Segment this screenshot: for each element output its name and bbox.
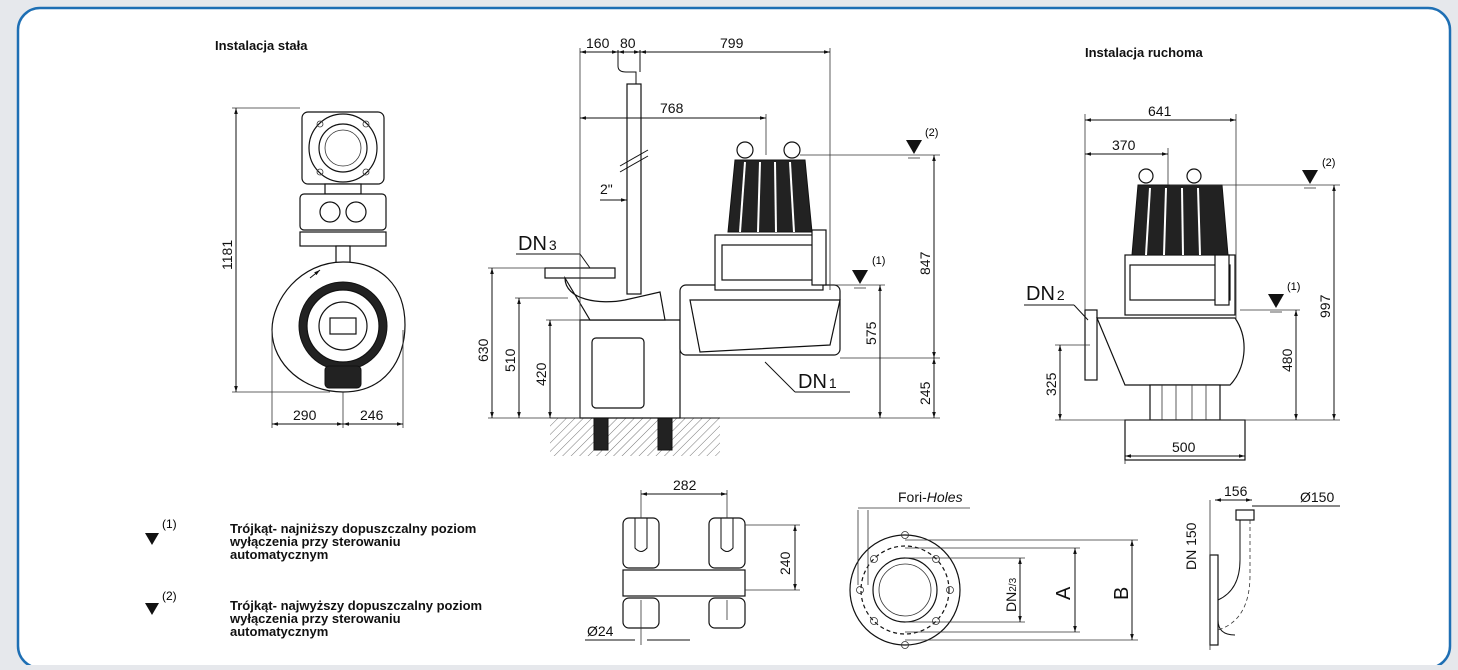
- legend-mark-1: (1): [162, 517, 177, 531]
- dim-420: 420: [533, 362, 549, 386]
- dim-282: 282: [673, 477, 697, 493]
- dim-768: 768: [660, 100, 684, 116]
- level-mark-2: (2): [1322, 157, 1335, 169]
- level-mark-icon: [145, 533, 159, 545]
- dim-290: 290: [293, 407, 317, 423]
- dim-1181: 1181: [219, 240, 235, 270]
- level-mark-icon: [145, 603, 159, 615]
- dim-d24: Ø24: [587, 623, 614, 639]
- dim-325: 325: [1043, 372, 1059, 396]
- legend: (1) Trójkąt- najniższy dopuszczalny pozi…: [145, 517, 482, 639]
- dim-997: 997: [1317, 294, 1333, 318]
- label-b: B: [1111, 587, 1133, 600]
- level-mark-1: (1): [872, 255, 885, 267]
- level-mark-icon: [852, 270, 868, 284]
- dim-dn150: DN 150: [1183, 522, 1199, 570]
- title-fixed-installation: Instalacja stała: [215, 38, 308, 53]
- dim-575: 575: [863, 321, 879, 345]
- legend-mark-2: (2): [162, 589, 177, 603]
- dim-847: 847: [917, 251, 933, 275]
- title-mobile-installation: Instalacja ruchoma: [1085, 45, 1204, 60]
- legend-line: Trójkąt- najwyższy dopuszczalny poziom: [230, 598, 482, 613]
- legend-line: wyłączenia przy sterowaniu: [229, 534, 401, 549]
- dim-370: 370: [1112, 137, 1136, 153]
- dim-630: 630: [475, 338, 491, 362]
- dim-160: 160: [586, 35, 610, 51]
- label-a: A: [1053, 586, 1075, 600]
- dim-480: 480: [1279, 348, 1295, 372]
- level-mark-1: (1): [1287, 281, 1300, 293]
- dim-500: 500: [1172, 439, 1196, 455]
- dim-245: 245: [917, 381, 933, 405]
- elbow-view: 156 Ø150 DN 150: [1183, 483, 1340, 650]
- dim-d150: Ø150: [1300, 489, 1334, 505]
- dim-641: 641: [1148, 103, 1172, 119]
- level-mark-icon: [1268, 294, 1284, 308]
- level-mark-2: (2): [925, 127, 938, 139]
- label-dn: DN2/3: [1003, 577, 1019, 612]
- dim-799: 799: [720, 35, 744, 51]
- label-holes: Fori-Holes: [898, 489, 963, 505]
- legend-line: Trójkąt- najniższy dopuszczalny poziom: [230, 521, 476, 536]
- dim-240: 240: [777, 551, 793, 575]
- legend-line: wyłączenia przy sterowaniu: [229, 611, 401, 626]
- fixed-front-view: 1181 290 246: [219, 107, 406, 428]
- dim-246: 246: [360, 407, 384, 423]
- legend-line: automatycznym: [230, 624, 328, 639]
- legend-line: automatycznym: [230, 547, 328, 562]
- dim-80: 80: [620, 35, 636, 51]
- dim-pipe-2in: 2": [600, 181, 613, 197]
- foot-plate-view: 282 240 Ø24: [585, 477, 800, 645]
- level-mark-icon: [906, 140, 922, 154]
- level-mark-icon: [1302, 170, 1318, 184]
- dim-510: 510: [502, 348, 518, 372]
- flange-view: Fori-Holes DN2/3 A B: [849, 489, 1138, 649]
- dim-156: 156: [1224, 483, 1248, 499]
